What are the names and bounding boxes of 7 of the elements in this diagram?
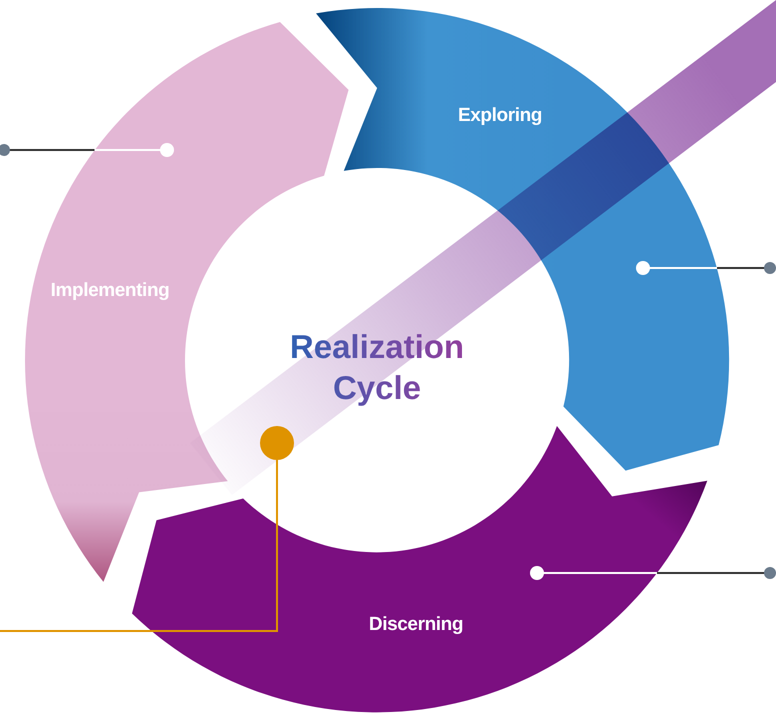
segment-label: Implementing xyxy=(50,280,170,302)
leader-line xyxy=(530,566,776,580)
segment-label: Discerning xyxy=(368,614,464,636)
leader-line xyxy=(0,143,174,157)
leader-line xyxy=(636,261,776,275)
segment-label: Exploring xyxy=(458,105,542,127)
leader-line xyxy=(0,460,278,632)
